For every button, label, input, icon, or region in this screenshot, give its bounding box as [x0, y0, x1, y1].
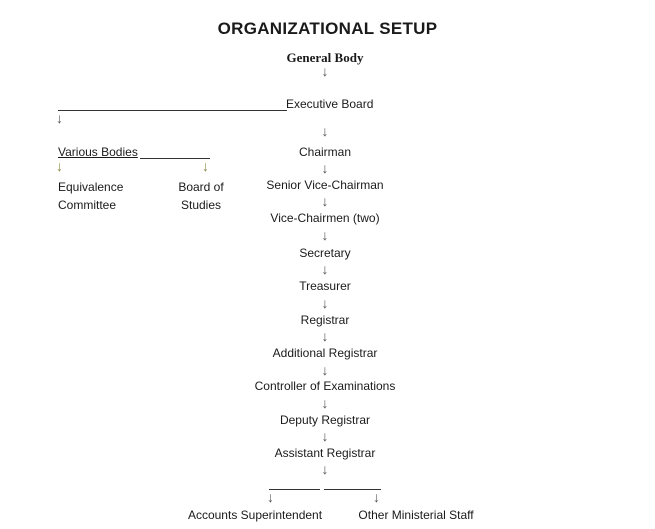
node-vice-chairmen: Vice-Chairmen (two)	[270, 211, 380, 225]
down-arrow-icon: ↓	[373, 489, 380, 505]
down-arrow-icon: ↓	[56, 158, 63, 174]
down-arrow-icon: ↓	[202, 158, 209, 174]
down-arrow-icon: ↓	[321, 295, 329, 311]
node-accounts-superintendent: Accounts Superintendent	[187, 508, 323, 522]
branch-line-left	[269, 489, 320, 490]
node-general-body: General Body	[286, 50, 364, 65]
node-assistant-registrar: Assistant Registrar	[274, 446, 376, 460]
diagram-title: ORGANIZATIONAL SETUP	[217, 19, 438, 38]
node-treasurer: Treasurer	[299, 279, 351, 293]
node-various-bodies: Various Bodies	[58, 145, 138, 159]
down-arrow-icon: ↓	[321, 193, 329, 209]
branch-line-right	[324, 489, 381, 490]
branch-line-executive	[58, 110, 287, 111]
down-arrow-icon: ↓	[321, 328, 329, 344]
node-registrar: Registrar	[300, 313, 350, 327]
node-secretary: Secretary	[299, 246, 351, 260]
node-board-of-studies: Board of Studies	[178, 180, 224, 212]
branch-line-various-bodies	[140, 158, 210, 159]
down-arrow-icon: ↓	[56, 110, 63, 126]
down-arrow-icon: ↓	[321, 123, 329, 139]
node-equivalence-committee: Equivalence Committee	[58, 180, 124, 212]
node-senior-vice-chairman: Senior Vice-Chairman	[266, 178, 384, 192]
down-arrow-icon: ↓	[321, 362, 329, 378]
node-deputy-registrar: Deputy Registrar	[279, 413, 371, 427]
down-arrow-icon: ↓	[321, 227, 329, 243]
node-other-ministerial-staff: Other Ministerial Staff	[358, 508, 474, 522]
node-executive-board: Executive Board	[286, 97, 374, 111]
down-arrow-icon: ↓	[321, 63, 329, 79]
down-arrow-icon: ↓	[321, 461, 329, 477]
down-arrow-icon: ↓	[321, 428, 329, 444]
node-controller-of-examinations: Controller of Examinations	[254, 379, 396, 393]
node-additional-registrar: Additional Registrar	[272, 346, 378, 360]
down-arrow-icon: ↓	[321, 261, 329, 277]
down-arrow-icon: ↓	[321, 395, 329, 411]
node-chairman: Chairman	[298, 145, 352, 159]
down-arrow-icon: ↓	[321, 160, 329, 176]
down-arrow-icon: ↓	[267, 489, 274, 505]
